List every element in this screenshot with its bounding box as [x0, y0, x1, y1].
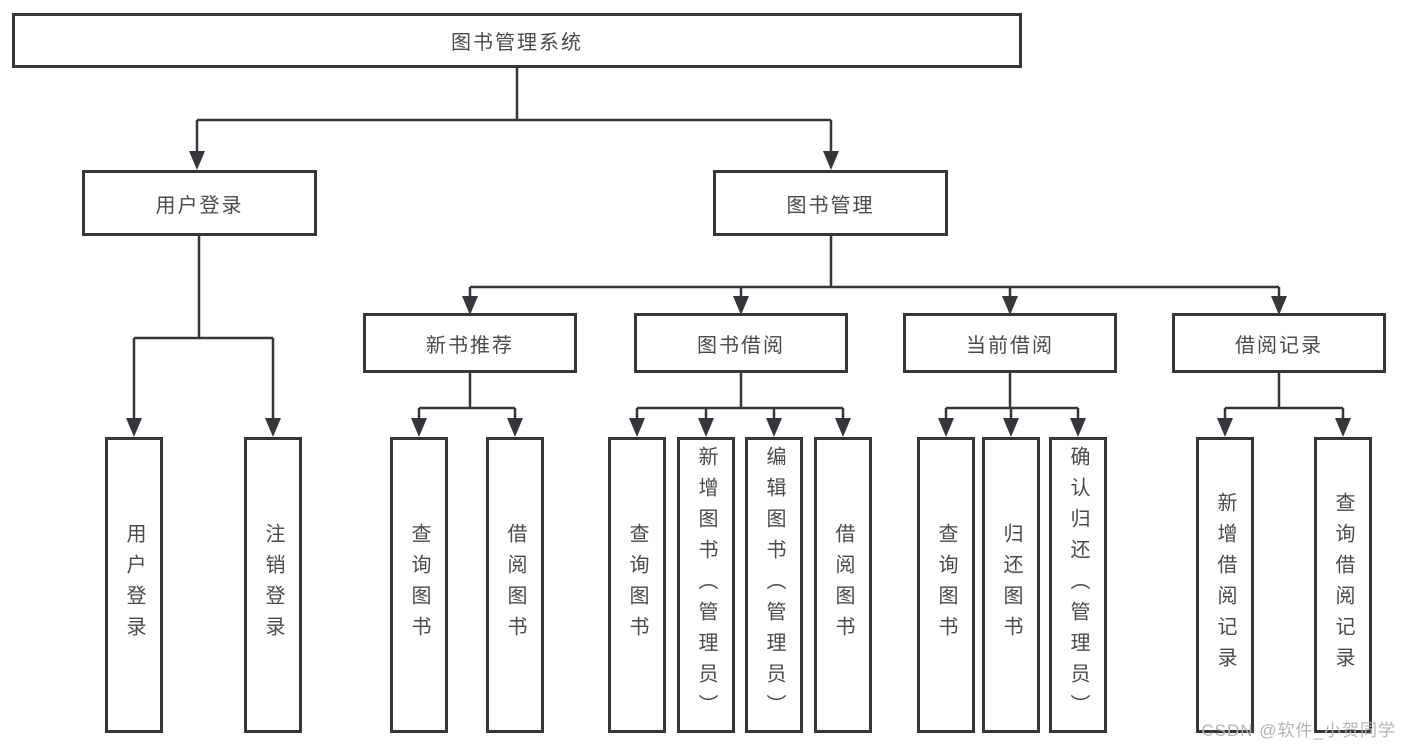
leaf-return-book: 归还图书 [982, 437, 1040, 733]
leaf-query-books-current: 查询图书 [917, 437, 975, 733]
leaf-borrow-books-borrowing: 借阅图书 [814, 437, 872, 733]
node-book-management: 图书管理 [713, 170, 948, 236]
leaf-query-books-borrowing: 查询图书 [608, 437, 666, 733]
leaf-query-borrow-record: 查询借阅记录 [1314, 437, 1372, 733]
node-book-borrowing: 图书借阅 [634, 313, 848, 373]
node-user-login: 用户登录 [82, 170, 317, 236]
leaf-borrow-books-recommend: 借阅图书 [486, 437, 544, 733]
leaf-query-books-recommend: 查询图书 [390, 437, 448, 733]
leaf-edit-book-admin: 编辑图书（管理员） [745, 437, 803, 733]
leaf-user-login: 用户登录 [105, 437, 163, 733]
node-borrowing-records: 借阅记录 [1172, 313, 1386, 373]
node-new-book-recommend: 新书推荐 [363, 313, 577, 373]
leaf-confirm-return-admin: 确认归还（管理员） [1049, 437, 1107, 733]
node-library-management-system: 图书管理系统 [12, 13, 1022, 68]
leaf-add-borrow-record: 新增借阅记录 [1196, 437, 1254, 733]
leaf-logout: 注销登录 [244, 437, 302, 733]
leaf-add-book-admin: 新增图书（管理员） [677, 437, 735, 733]
watermark: CSDN @软件_小贺同学 [1201, 721, 1396, 740]
arrowheads [126, 151, 1351, 437]
node-current-borrowing: 当前借阅 [903, 313, 1117, 373]
